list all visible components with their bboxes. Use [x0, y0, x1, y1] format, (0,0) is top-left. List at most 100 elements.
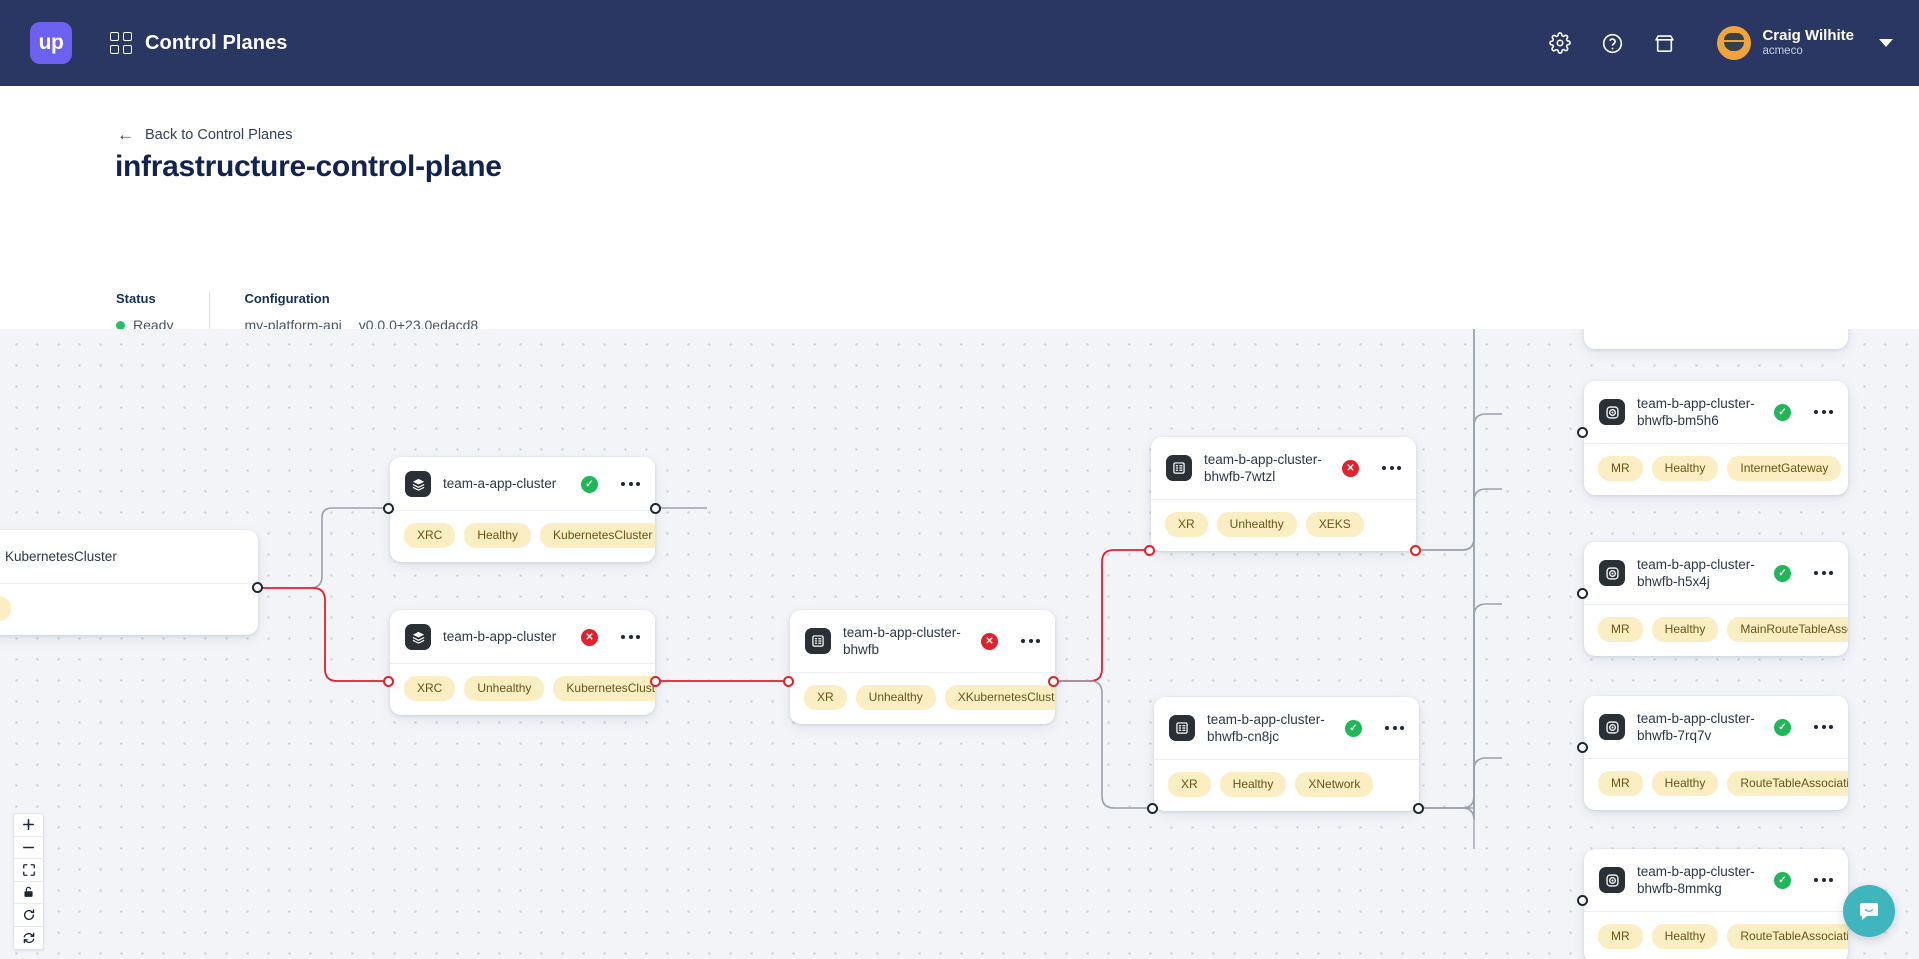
menu-dot	[636, 482, 640, 486]
fit-view-button[interactable]	[14, 859, 43, 882]
node-handle-right[interactable]	[650, 676, 661, 687]
zoom-in-button[interactable]	[14, 814, 43, 837]
page-header: ← Back to Control Planes infrastructure-…	[0, 86, 1919, 415]
node-more-menu-button[interactable]	[1385, 726, 1404, 731]
configuration-label: Configuration	[244, 291, 330, 306]
node-handle-right[interactable]	[1048, 676, 1059, 687]
node-more-menu-button[interactable]	[1814, 878, 1833, 883]
grid-icon-cell	[123, 45, 132, 54]
node-card-kubernetes-cluster[interactable]: K KubernetesCluster API	[0, 530, 258, 635]
node-handle-left[interactable]	[383, 676, 394, 687]
composite-icon	[805, 628, 831, 655]
reset-button[interactable]	[14, 904, 43, 927]
node-chip-row: XRC Unhealthy KubernetesCluster	[390, 664, 655, 715]
node-handle-left[interactable]	[783, 676, 794, 687]
node-more-menu-button[interactable]	[621, 482, 640, 486]
zoom-out-button[interactable]	[14, 837, 43, 859]
node-handle-right[interactable]	[650, 503, 661, 514]
node-title: team-b-app-cluster-bhwfb-cn8jc	[1207, 712, 1325, 745]
back-to-control-planes-link[interactable]: ← Back to Control Planes	[117, 126, 293, 143]
node-title: KubernetesCluster	[5, 549, 117, 565]
node-card-team-a-app-cluster[interactable]: team-a-app-cluster ✓ XRC Healthy Kuberne…	[390, 457, 655, 562]
arrow-left-icon: ←	[117, 125, 134, 144]
node-handle-left[interactable]	[1577, 427, 1588, 438]
node-chip: Unhealthy	[855, 684, 936, 710]
chevron-down-icon[interactable]	[1879, 39, 1893, 47]
node-header: K KubernetesCluster	[0, 530, 258, 583]
resource-graph-canvas[interactable]: K KubernetesCluster API team-a-app-clust…	[0, 329, 1919, 959]
node-card-team-b-app-cluster[interactable]: team-b-app-cluster ✕ XRC Unhealthy Kuber…	[390, 610, 655, 715]
node-handle-right[interactable]	[252, 582, 263, 593]
menu-dot	[1021, 639, 1025, 644]
node-card-team-b-app-cluster-bhwfb-bm5h6[interactable]: team-b-app-cluster-bhwfb-bm5h6 ✓ MR Heal…	[1584, 381, 1848, 495]
node-handle-right[interactable]	[1413, 803, 1424, 814]
node-chip: XR	[804, 684, 847, 710]
upbound-logo[interactable]: up	[30, 22, 72, 64]
node-card-team-b-app-cluster-bhwfb-h5x4j[interactable]: team-b-app-cluster-bhwfb-h5x4j ✓ MR Heal…	[1584, 542, 1848, 656]
help-circle-icon[interactable]	[1597, 28, 1627, 58]
lock-button[interactable]	[14, 882, 43, 904]
menu-dot	[636, 635, 640, 639]
status-healthy-icon: ✓	[1774, 871, 1791, 889]
node-handle-left[interactable]	[1147, 803, 1158, 814]
menu-dot	[1028, 639, 1033, 644]
node-divider	[1151, 498, 1416, 500]
chat-widget-button[interactable]	[1843, 885, 1895, 937]
user-org: acmeco	[1762, 44, 1803, 57]
grid-icon-cell	[123, 32, 132, 41]
node-card-team-b-app-cluster-bhwfb-7wtzl[interactable]: team-b-app-cluster-bhwfb-7wtzl ✕ XR Unhe…	[1151, 437, 1416, 551]
status-unhealthy-icon: ✕	[981, 632, 998, 650]
menu-dot	[621, 482, 625, 486]
node-divider	[0, 583, 258, 584]
status-healthy-icon: ✓	[1774, 564, 1791, 582]
grid-icon[interactable]	[110, 32, 132, 54]
node-more-menu-button[interactable]	[1814, 571, 1833, 576]
node-header: team-b-app-cluster-bhwfb-cn8jc ✓	[1154, 697, 1419, 759]
node-handle-right[interactable]	[1410, 545, 1421, 556]
status-block: Status Ready	[116, 291, 173, 333]
refresh-button[interactable]	[14, 927, 43, 950]
node-card-team-b-app-cluster-bhwfb-7rq7v[interactable]: team-b-app-cluster-bhwfb-7rq7v ✓ MR Heal…	[1584, 696, 1848, 810]
node-chip-row: XR Unhealthy XEKS	[1151, 500, 1416, 551]
node-more-menu-button[interactable]	[1814, 725, 1833, 730]
node-divider	[1584, 442, 1848, 444]
node-chip: MR	[1598, 455, 1643, 481]
node-more-menu-button[interactable]	[621, 635, 640, 639]
menu-dot	[1821, 571, 1826, 576]
node-card-team-b-app-cluster-bhwfb-8mmkg[interactable]: team-b-app-cluster-bhwfb-8mmkg ✓ MR Heal…	[1584, 849, 1848, 959]
node-chip: Healthy	[1651, 770, 1719, 796]
node-handle-left[interactable]	[1577, 588, 1588, 599]
node-title: team-b-app-cluster-bhwfb-7wtzl	[1204, 452, 1322, 485]
node-card-partial-top[interactable]	[1584, 329, 1848, 349]
menu-dot	[1385, 726, 1389, 731]
marketplace-icon[interactable]	[1649, 28, 1679, 58]
node-more-menu-button[interactable]	[1814, 410, 1833, 415]
node-handle-left[interactable]	[1144, 545, 1155, 556]
node-more-menu-button[interactable]	[1021, 639, 1040, 644]
node-handle-left[interactable]	[1577, 895, 1588, 906]
menu-dot	[621, 635, 625, 639]
node-title: team-b-app-cluster-bhwfb-8mmkg	[1637, 864, 1755, 897]
node-chip-row: XRC Healthy KubernetesCluster	[390, 511, 655, 562]
node-title: team-b-app-cluster-bhwfb	[843, 625, 961, 658]
node-handle-left[interactable]	[1577, 742, 1588, 753]
node-chip: KubernetesCluster	[540, 523, 655, 548]
node-card-team-b-app-cluster-bhwfb[interactable]: team-b-app-cluster-bhwfb ✕ XR Unhealthy …	[790, 610, 1055, 724]
node-handle-left[interactable]	[383, 503, 394, 514]
status-dot-icon	[116, 320, 125, 330]
user-menu[interactable]: Craig Wilhite acmeco	[1717, 26, 1893, 60]
node-card-team-b-app-cluster-bhwfb-cn8jc[interactable]: team-b-app-cluster-bhwfb-cn8jc ✓ XR Heal…	[1154, 697, 1419, 811]
menu-dot	[1389, 466, 1394, 471]
node-header: team-b-app-cluster-bhwfb ✕	[790, 610, 1055, 672]
node-more-menu-button[interactable]	[1382, 466, 1401, 471]
settings-gear-icon[interactable]	[1545, 28, 1575, 58]
node-chip: Unhealthy	[464, 676, 545, 701]
avatar-top-shape	[1724, 33, 1745, 40]
node-chip: Healthy	[1651, 616, 1719, 642]
node-chip: MR	[1598, 616, 1643, 642]
node-chip: XR	[1165, 511, 1208, 537]
node-chip: MR	[1598, 923, 1643, 949]
node-chip: KubernetesCluster	[553, 676, 655, 701]
status-healthy-icon: ✓	[1774, 718, 1791, 736]
menu-dot	[1821, 725, 1826, 730]
